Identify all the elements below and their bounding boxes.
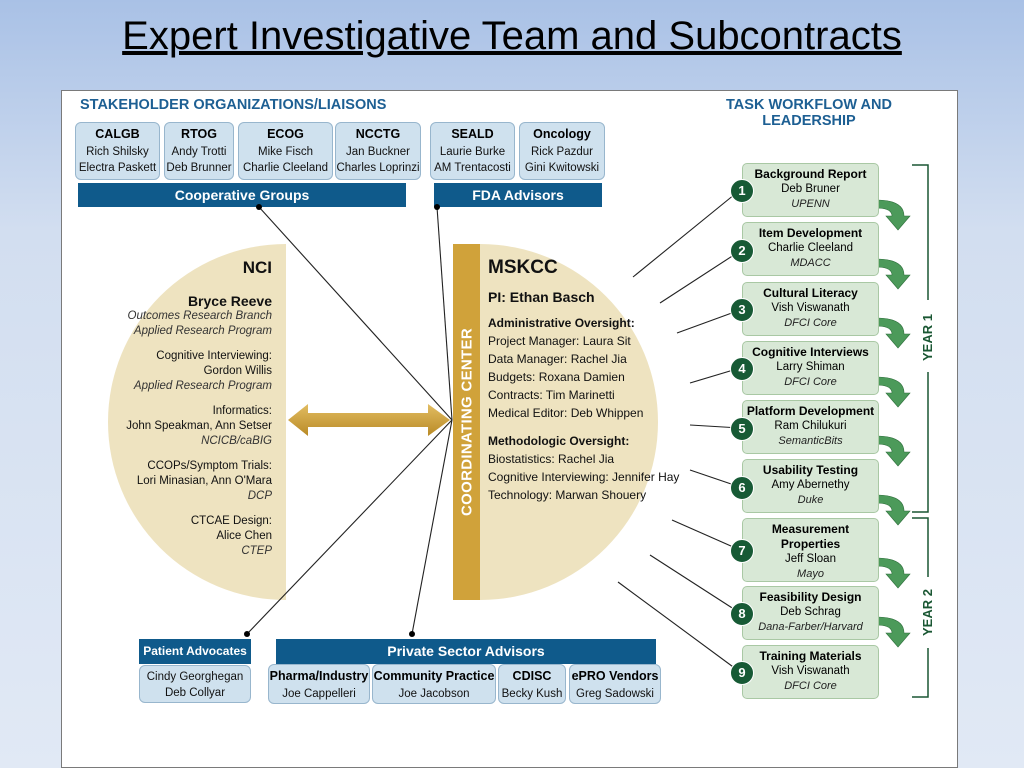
patient-advocates-bar: Patient Advocates [139,639,251,664]
task-number-badge: 8 [730,602,754,626]
slide-title: Expert Investigative Team and Subcontrac… [122,14,902,58]
year-2-label: YEAR 2 [919,589,935,636]
group-rtog: RTOG Andy Trotti Deb Brunner [164,122,234,180]
stakeholder-heading: STAKEHOLDER ORGANIZATIONS/LIAISONS [80,97,387,113]
task-number-badge: 4 [730,357,754,381]
group-ncctg: NCCTG Jan Buckner Charles Loprinzi [335,122,421,180]
fda-oncology: Oncology Rick Pazdur Gini Kwitowski [519,122,605,180]
task-number-badge: 7 [730,539,754,563]
coordinating-center-bar: COORDINATING CENTER [453,244,480,600]
task-number-badge: 1 [730,179,754,203]
mskcc-pi: PI: Ethan Basch [488,289,595,305]
mskcc-semicircle [480,244,658,600]
nci-title: NCI [242,258,272,277]
workflow-heading: TASK WORKFLOW AND LEADERSHIP [726,97,892,129]
fda-advisors-bar: FDA Advisors [434,183,602,207]
nci-semicircle [108,244,286,600]
connector-dot [409,631,415,637]
task-number-badge: 2 [730,239,754,263]
connector-dot [434,204,440,210]
patient-advocates-box: Cindy Georghegan Deb Collyar [139,665,251,703]
task-number-badge: 9 [730,661,754,685]
task-number-badge: 5 [730,417,754,441]
connector-dot [244,631,250,637]
fda-seald: SEALD Laurie Burke AM Trentacosti [430,122,515,180]
group-calgb: CALGB Rich Shilsky Electra Paskett [75,122,160,180]
group-ecog: ECOG Mike Fisch Charlie Cleeland [238,122,333,180]
cooperative-groups-bar: Cooperative Groups [78,183,406,207]
year-1-label: YEAR 1 [919,314,935,361]
task-number-badge: 3 [730,298,754,322]
double-arrow [288,404,450,436]
private-sector-bar: Private Sector Advisors [276,639,656,664]
task-number-badge: 6 [730,476,754,500]
connector-dot [256,204,262,210]
mskcc-title: MSKCC [488,257,558,278]
mskcc-block: MSKCC PI: Ethan Basch Administrative Ove… [488,256,688,504]
nci-lead: Bryce Reeve [187,293,272,309]
